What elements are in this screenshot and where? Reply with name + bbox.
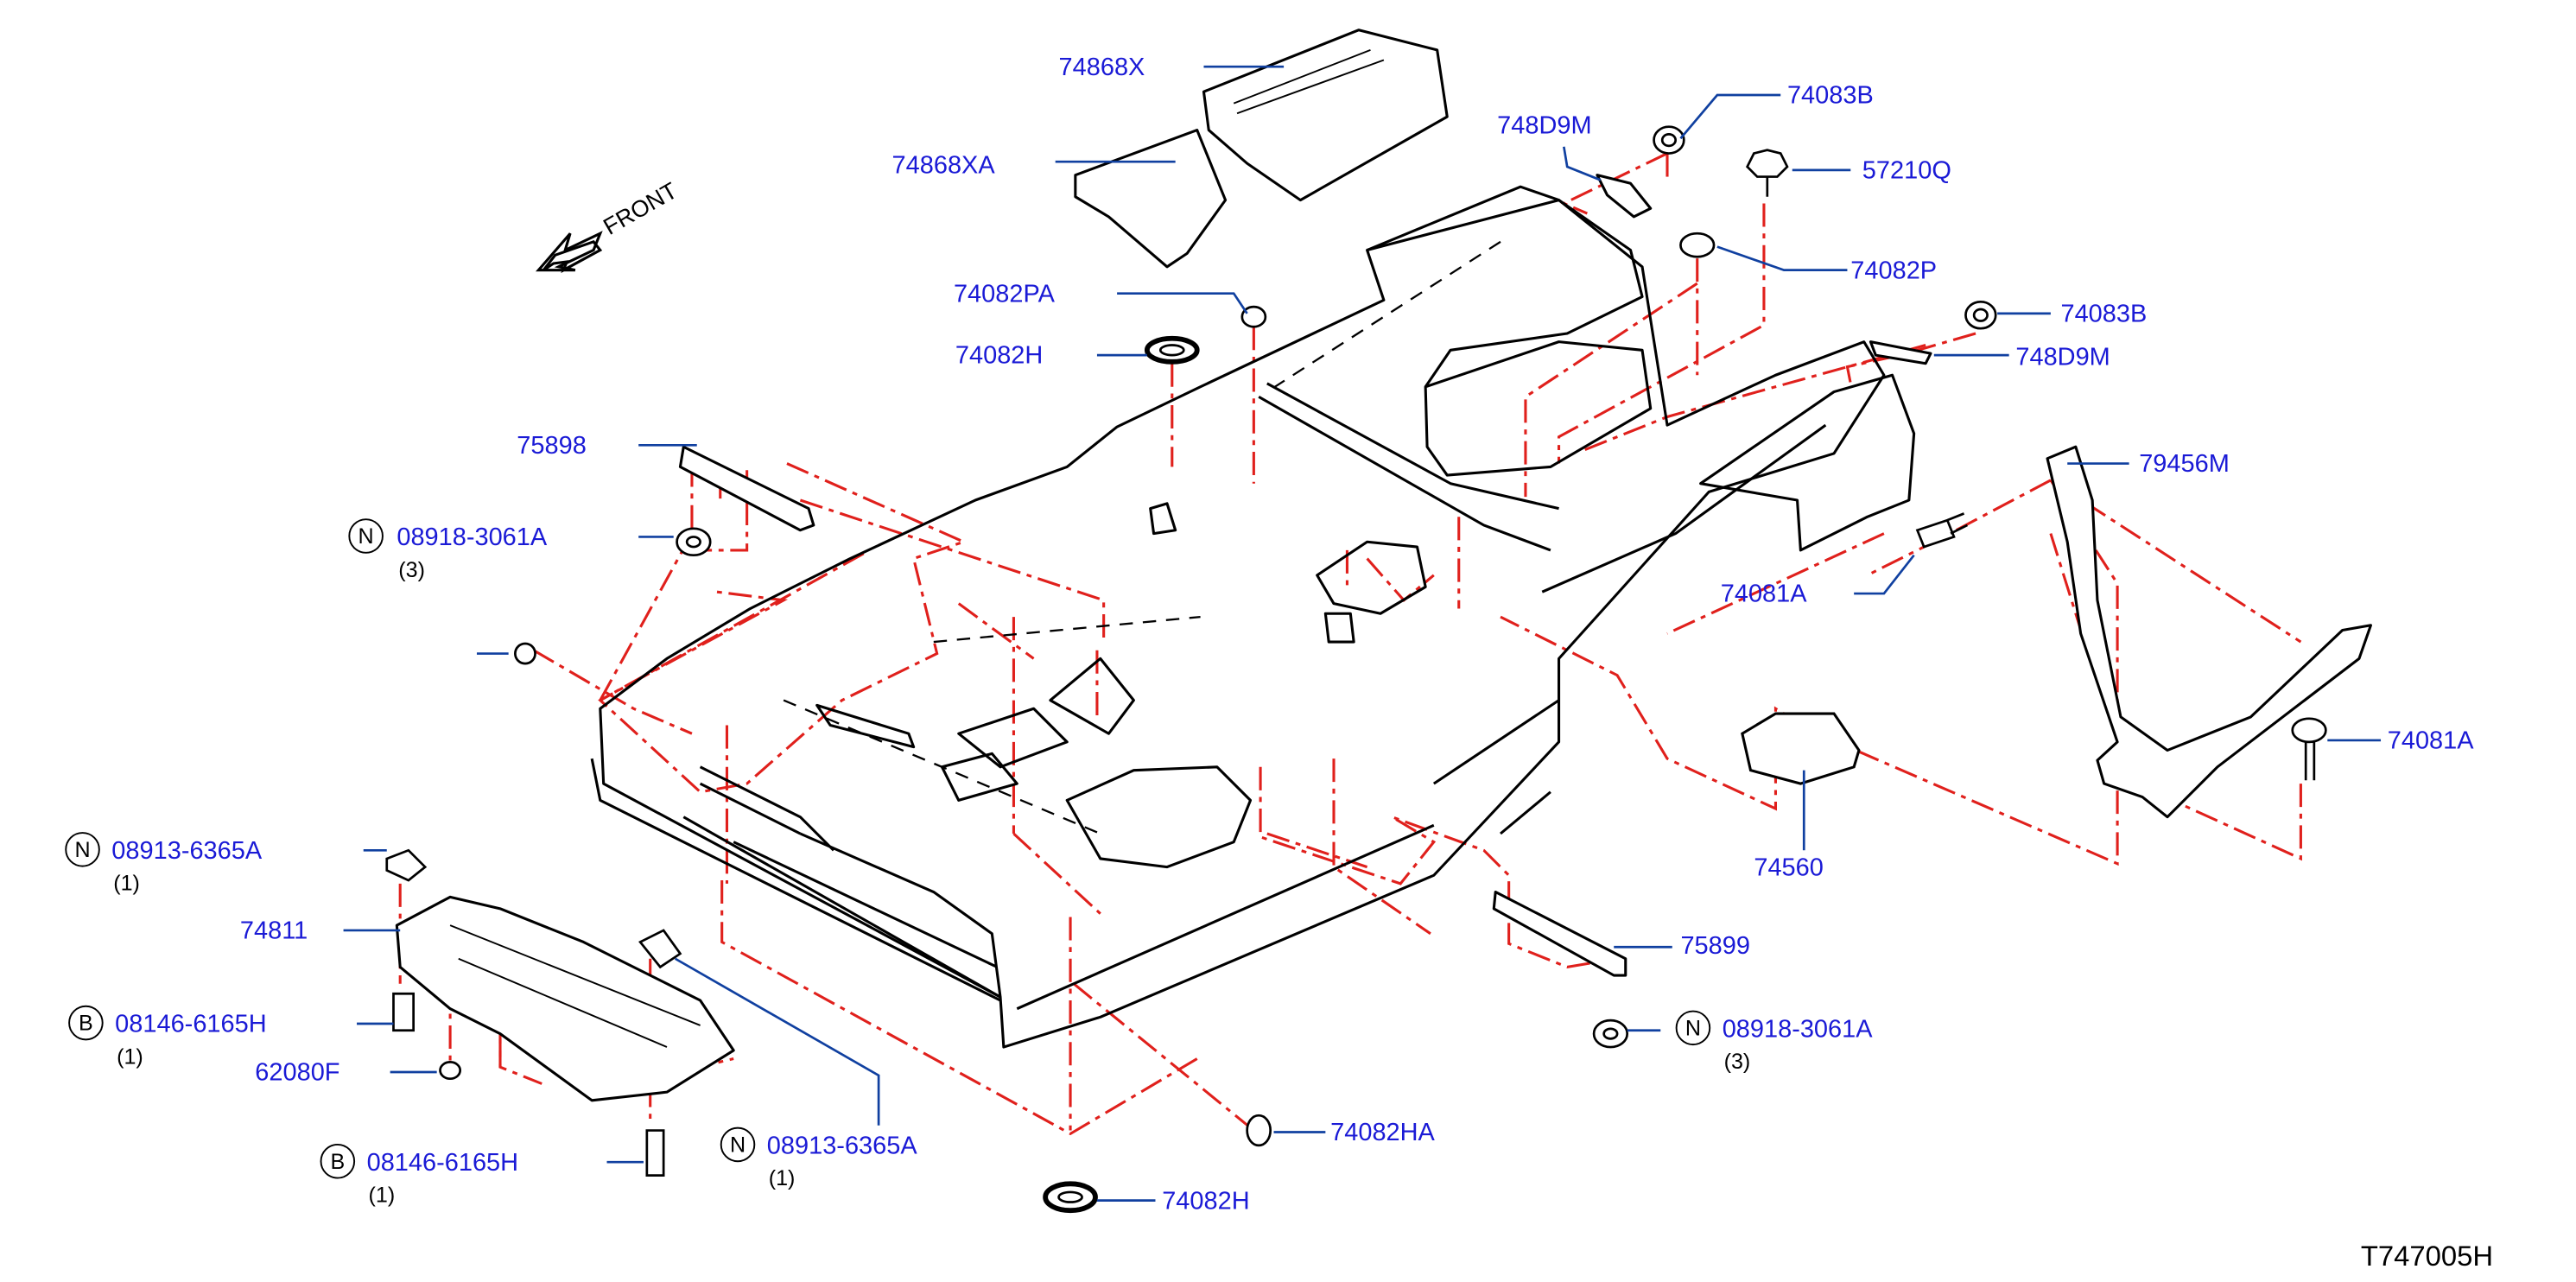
- label-08146-6165H-top[interactable]: 08146-6165H: [115, 1010, 267, 1039]
- front-arrow-icon: [536, 231, 603, 274]
- qty-08918-right: (3): [1723, 1048, 1751, 1074]
- prefix-N-08913-bottom: N: [720, 1127, 756, 1163]
- label-74082HA[interactable]: 74082HA: [1330, 1119, 1435, 1147]
- label-74081A-mid[interactable]: 74081A: [1720, 580, 1807, 609]
- diagram-code: T747005H: [2360, 1240, 2494, 1272]
- label-74083B-mid[interactable]: 74083B: [2060, 300, 2148, 329]
- label-748D9M-mid[interactable]: 748D9M: [2015, 343, 2110, 372]
- insulator-parts: [1074, 29, 1449, 269]
- label-74082P[interactable]: 74082P: [1850, 257, 1938, 286]
- qty-08913-top: (1): [113, 870, 140, 896]
- label-75898[interactable]: 75898: [517, 431, 587, 460]
- qty-08146-bottom: (1): [368, 1182, 396, 1208]
- label-08913-6365A-top[interactable]: 08913-6365A: [111, 836, 263, 866]
- label-74082H-bottom[interactable]: 74082H: [1162, 1187, 1250, 1215]
- qty-08918-left: (3): [398, 556, 425, 582]
- label-08918-3061A-left[interactable]: 08918-3061A: [397, 524, 548, 552]
- leader-lines: [343, 65, 2382, 1202]
- fasteners: [385, 125, 2327, 1214]
- prefix-N-08918-right: N: [1675, 1010, 1711, 1046]
- label-74082H-top[interactable]: 74082H: [955, 341, 1044, 371]
- qty-08913-bottom: (1): [768, 1165, 796, 1191]
- prefix-N-08918-left: N: [348, 518, 384, 554]
- label-74811[interactable]: 74811: [239, 917, 308, 946]
- label-57210Q[interactable]: 57210Q: [1862, 156, 1951, 186]
- prefix-N-08913-top: N: [65, 832, 100, 867]
- heat-plate: [1741, 712, 1861, 785]
- prefix-B-08146-bottom: B: [320, 1143, 356, 1179]
- label-74560[interactable]: 74560: [1754, 854, 1824, 882]
- label-74081A-right[interactable]: 74081A: [2387, 727, 2474, 756]
- label-08146-6165H-bottom[interactable]: 08146-6165H: [366, 1148, 519, 1177]
- label-79456M[interactable]: 79456M: [2139, 450, 2230, 479]
- label-74868X[interactable]: 74868X: [1058, 53, 1145, 82]
- label-62080F[interactable]: 62080F: [255, 1058, 340, 1088]
- callout-lines: [398, 152, 2302, 1136]
- label-74868XA[interactable]: 74868XA: [891, 151, 995, 181]
- cross-member: [2046, 445, 2373, 819]
- label-74083B-top[interactable]: 74083B: [1786, 81, 1874, 111]
- label-mask: [291, 635, 459, 669]
- prefix-B-08146-top: B: [68, 1005, 104, 1041]
- floor-panel: [590, 185, 1916, 1049]
- floor-centerline: [783, 240, 1501, 835]
- label-74082PA[interactable]: 74082PA: [953, 280, 1055, 309]
- label-08913-6365A-bottom[interactable]: 08913-6365A: [766, 1132, 917, 1161]
- qty-08146-top: (1): [117, 1044, 143, 1069]
- label-748D9M-top[interactable]: 748D9M: [1497, 111, 1592, 141]
- label-75899[interactable]: 75899: [1680, 931, 1750, 961]
- under-cover: [395, 895, 735, 1102]
- label-08918-3061A-right[interactable]: 08918-3061A: [1722, 1015, 1873, 1044]
- brackets: [678, 174, 1932, 977]
